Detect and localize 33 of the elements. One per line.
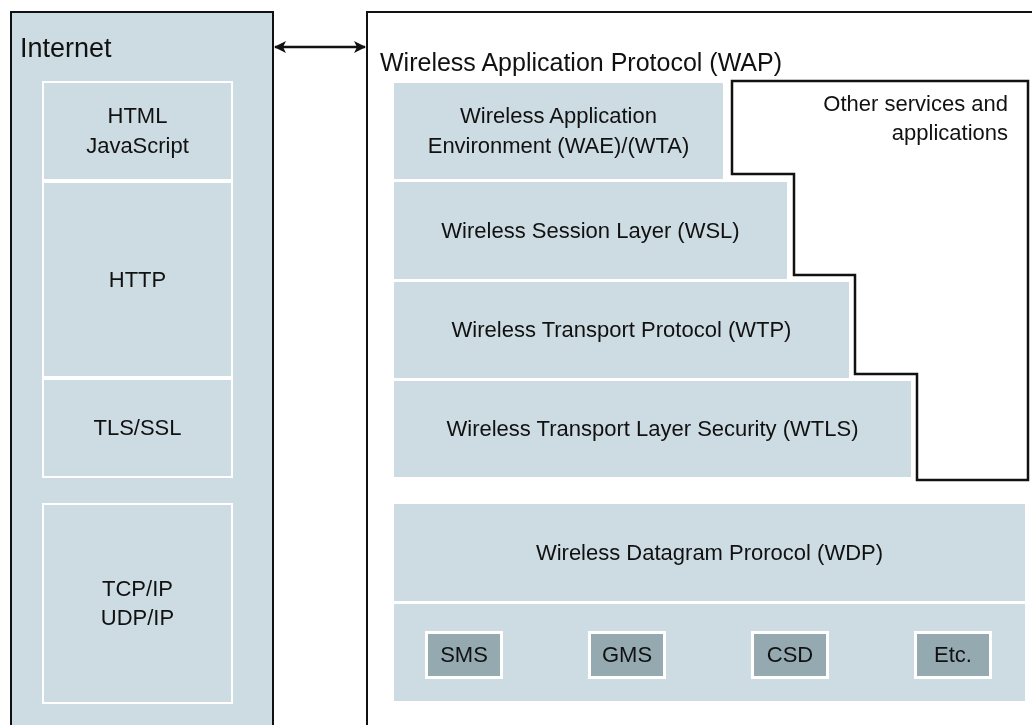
layer-label: Wireless Transport Layer Security (WTLS) [445, 415, 860, 444]
layer-label: Wireless Datagram Prorocol (WDP) [534, 538, 885, 567]
layer-label: TLS/SSL [92, 414, 183, 443]
bearer-box [425, 631, 503, 679]
layer-box [42, 81, 233, 181]
layer-box [42, 503, 233, 704]
layer-label: Wireless Session Layer (WSL) [440, 216, 741, 245]
panel-title: Wireless Application Protocol (WAP) [380, 48, 782, 77]
layer-label: HTML JavaScript [85, 102, 190, 160]
layer-label: Etc. [933, 641, 973, 670]
layer-box [394, 182, 787, 279]
layer-label: Wireless Transport Protocol (WTP) [450, 316, 793, 345]
layer-label: GMS [600, 641, 654, 670]
bearer-box [751, 631, 829, 679]
bearer-box [914, 631, 992, 679]
internet-panel [10, 11, 274, 725]
bearer-box [588, 631, 666, 679]
layer-label: TCP/IP UDP/IP [99, 574, 176, 633]
layer-box [394, 83, 723, 179]
layer-label: Wireless Application Environment (WAE)/(WTA) [426, 102, 691, 160]
layer-box [394, 504, 1025, 601]
double-arrow [274, 41, 366, 53]
layer-label: SMS [439, 641, 489, 670]
layer-label: HTTP [107, 265, 168, 294]
layer-box [42, 378, 233, 478]
layer-box [394, 282, 849, 378]
layer-box [394, 381, 911, 477]
layer-label: CSD [765, 641, 815, 670]
protocol-panel [366, 11, 1032, 725]
panel-title: Internet [20, 33, 112, 64]
layer-box [42, 181, 233, 378]
bearer-band [394, 604, 1025, 701]
layer-label: Other services and applications [822, 90, 1008, 147]
